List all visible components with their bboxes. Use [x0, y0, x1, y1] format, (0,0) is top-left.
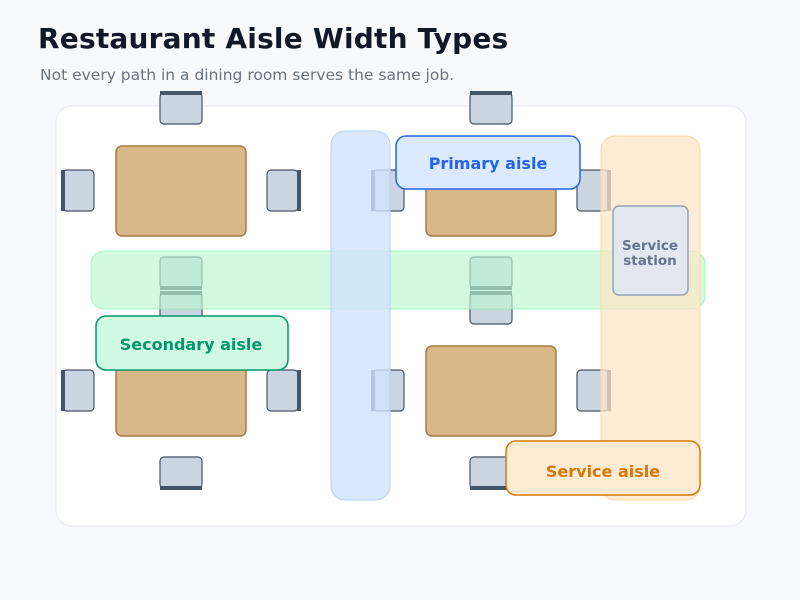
chair [159, 456, 203, 490]
service-station [612, 205, 689, 296]
service-station-label-line1: Service [622, 238, 678, 254]
service-aisle-label-text: Service aisle [546, 462, 660, 481]
page-subtitle: Not every path in a dining room serves t… [40, 66, 455, 84]
chair [266, 169, 301, 212]
page-title: Restaurant Aisle Width Types [38, 22, 509, 55]
secondary-aisle-label-text: Secondary aisle [120, 335, 263, 354]
service-aisle-label: Service aisle [505, 440, 701, 496]
chair [61, 369, 95, 412]
secondary-aisle-band [90, 250, 706, 310]
service-station-label-line2: station [623, 253, 677, 269]
chair [266, 369, 301, 412]
primary-aisle-label: Primary aisle [395, 135, 581, 190]
secondary-aisle-label: Secondary aisle [95, 315, 289, 371]
table-top-left [115, 145, 247, 237]
table-bottom-right [425, 345, 557, 437]
chair [469, 456, 513, 490]
chair [469, 91, 513, 125]
primary-aisle-label-text: Primary aisle [429, 154, 548, 173]
chair [61, 169, 95, 212]
chair [159, 91, 203, 125]
primary-aisle-band [330, 130, 391, 501]
